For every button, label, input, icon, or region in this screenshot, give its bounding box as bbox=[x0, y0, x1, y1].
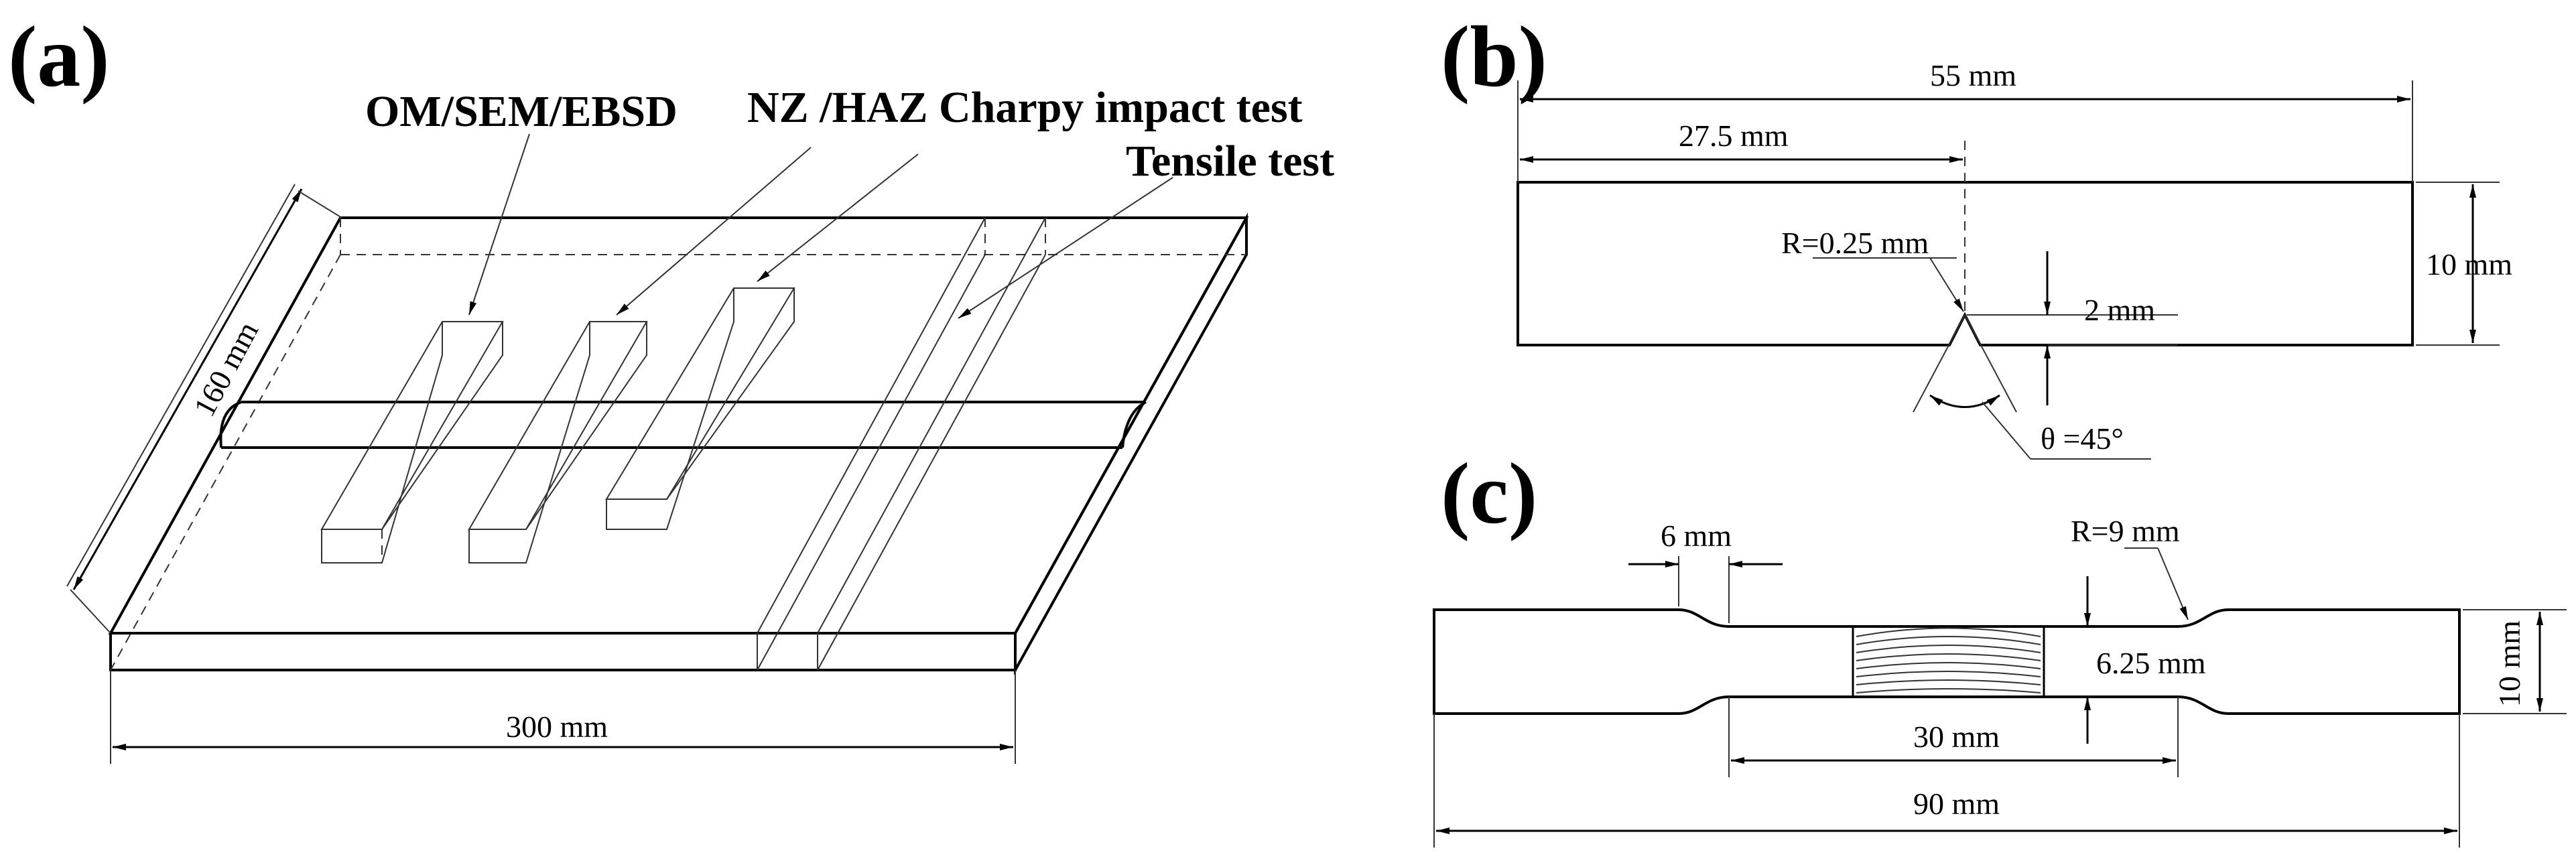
dim-label-10mm-b: 10 mm bbox=[2426, 247, 2512, 281]
panel-b-label: (b) bbox=[1441, 9, 1547, 105]
notch-angle-arc bbox=[1929, 394, 2000, 408]
panel-b: (b) 55 mm 27.5 mm R=0.25 mm 2 mm 10 mm bbox=[1441, 9, 2512, 460]
plate-right-face bbox=[1014, 212, 1248, 675]
panel-c: (c) 6 mm R=9 mm 6.25 mm bbox=[1433, 446, 2567, 848]
dim-label-55mm: 55 mm bbox=[1930, 58, 2016, 92]
dim-width-160 bbox=[66, 184, 342, 634]
specimen-tensile bbox=[757, 217, 1046, 671]
dim-label-10mm-c: 10 mm bbox=[2492, 620, 2526, 707]
dim-label-300mm: 300 mm bbox=[506, 710, 608, 744]
dim-label-angle: θ =45° bbox=[2041, 421, 2124, 456]
dim-label-90mm: 90 mm bbox=[1913, 787, 2000, 821]
leader-fillet bbox=[2157, 547, 2189, 620]
panel-a: (a) bbox=[8, 9, 1334, 764]
plate-3d-drawing bbox=[108, 133, 1249, 675]
specimen-charpy bbox=[605, 287, 795, 530]
dim-label-6-25mm: 6.25 mm bbox=[2096, 646, 2206, 680]
specimen-om-sem-ebsd bbox=[320, 321, 504, 563]
leader-om-sem bbox=[468, 133, 530, 316]
plate-front-face bbox=[109, 632, 1017, 671]
dim-label-r025: R=0.25 mm bbox=[1781, 226, 1929, 260]
callout-charpy: NZ /HAZ Charpy impact test bbox=[747, 83, 1303, 132]
leader-charpy bbox=[757, 153, 919, 282]
specimen-nz-haz bbox=[468, 321, 648, 563]
dim-label-r9: R=9 mm bbox=[2071, 514, 2180, 548]
weld-bead-right bbox=[1121, 401, 1147, 448]
tensile-specimen-outline bbox=[1433, 608, 2461, 715]
leader-tensile bbox=[958, 177, 1173, 319]
dim-label-30mm: 30 mm bbox=[1913, 720, 2000, 754]
panel-a-label: (a) bbox=[8, 9, 110, 105]
callout-tensile: Tensile test bbox=[1126, 137, 1334, 186]
callout-om-sem-ebsd: OM/SEM/EBSD bbox=[365, 87, 678, 136]
dim-label-6mm: 6 mm bbox=[1661, 519, 1732, 553]
dim-label-27-5mm: 27.5 mm bbox=[1679, 119, 1789, 153]
leader-radius bbox=[1929, 257, 1964, 312]
weld-zone bbox=[1852, 625, 2045, 698]
dim-label-2mm: 2 mm bbox=[2084, 293, 2155, 327]
plate-top-face bbox=[108, 216, 1249, 635]
panel-c-label: (c) bbox=[1441, 446, 1537, 542]
leader-nz-haz bbox=[616, 147, 812, 316]
dim-length-300 bbox=[110, 670, 1016, 764]
